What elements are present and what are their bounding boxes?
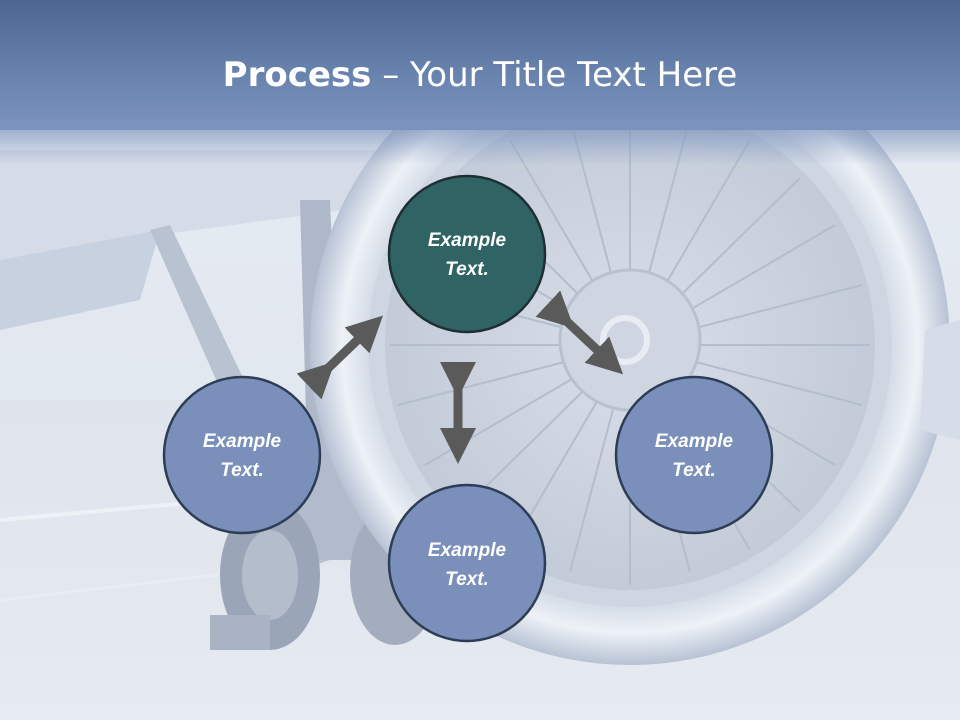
node-right-line2: Text.	[672, 460, 716, 481]
node-left-line1: Example	[203, 431, 282, 452]
node-right-line1: Example	[655, 431, 734, 452]
arrow-top-left	[296, 315, 383, 400]
node-left[interactable]: Example Text.	[162, 375, 322, 535]
node-top-line2: Text.	[445, 259, 489, 280]
node-bottom-circle	[387, 483, 547, 643]
node-top-circle	[387, 174, 547, 334]
title-rest: Your Title Text Here	[410, 55, 738, 95]
node-left-circle	[162, 375, 322, 535]
node-bottom-line2: Text.	[445, 569, 489, 590]
node-bottom-line1: Example	[428, 540, 507, 561]
node-top[interactable]: Example Text.	[387, 174, 547, 334]
arrow-top-right	[535, 290, 624, 375]
title-fade	[0, 120, 960, 165]
node-right-circle	[614, 375, 774, 535]
title-bold-part: Process	[222, 55, 372, 95]
slide-title: Process – Your Title Text Here	[0, 52, 960, 98]
node-right[interactable]: Example Text.	[614, 375, 774, 535]
title-separator: –	[371, 55, 411, 95]
title-band	[0, 0, 960, 130]
node-left-line2: Text.	[220, 460, 264, 481]
node-top-line1: Example	[428, 230, 507, 251]
node-bottom[interactable]: Example Text.	[387, 483, 547, 643]
